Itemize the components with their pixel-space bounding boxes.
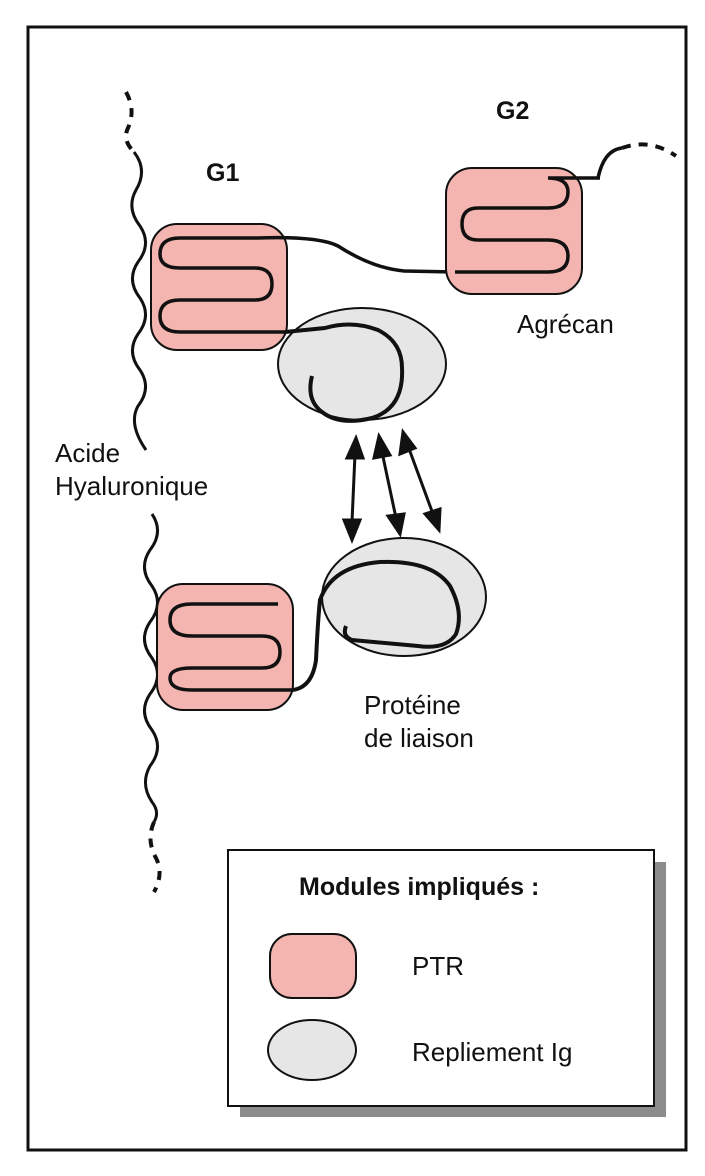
ig-chain-proteine-liaison	[291, 559, 461, 692]
interaction-arrow-2	[380, 451, 398, 519]
ptr-fold-g1-agrecan	[158, 236, 285, 334]
agrecan-tail-dashed	[621, 142, 678, 158]
legend-label-ptr: PTR	[412, 951, 464, 981]
label-acide-line1: Acide	[55, 438, 120, 468]
agrecan-interglobular-chain	[257, 235, 456, 274]
legend-label-ig: Repliement Ig	[412, 1037, 572, 1067]
ig-chain-agrecan	[284, 322, 405, 423]
interaction-arrow-3	[406, 445, 435, 515]
hyaluronic-acid-chain-upper	[130, 151, 148, 451]
ptr-module-g2	[445, 167, 583, 295]
label-agrecan: Agrécan	[517, 309, 614, 339]
legend-swatch-ptr	[269, 933, 357, 999]
label-g2: G2	[496, 97, 529, 125]
agrecan-tail	[596, 146, 623, 179]
label-proteine-line2: de liaison	[364, 723, 474, 753]
interaction-arrow-3-head-bottom	[422, 506, 442, 534]
ptr-fold-g2	[455, 176, 600, 274]
interaction-arrow-3-head-top	[398, 428, 418, 457]
ptr-module-g1-agrecan	[150, 223, 288, 351]
hyaluronic-acid-chain-lower	[143, 513, 159, 823]
hyaluronic-acid-dashed-bottom	[148, 821, 162, 893]
interaction-arrow-2-head-bottom	[385, 512, 406, 538]
interaction-arrows	[341, 428, 442, 545]
ptr-module-proteine-liaison	[156, 583, 294, 711]
legend-title: Modules impliqués :	[299, 873, 539, 901]
label-acide-line2: Hyaluronique	[55, 471, 208, 501]
interaction-arrow-1	[350, 453, 357, 523]
legend-swatch-ig	[267, 1019, 357, 1081]
outer-frame	[26, 25, 688, 1152]
label-g1: G1	[206, 159, 239, 187]
hyaluronic-acid-dashed-top	[124, 91, 136, 154]
label-proteine-line1: Protéine	[364, 690, 461, 720]
interaction-arrow-2-head-top	[372, 431, 393, 460]
interaction-arrow-1-head-top	[344, 433, 366, 460]
ptr-fold-proteine-liaison	[168, 602, 292, 692]
interaction-arrow-1-head-bottom	[341, 518, 363, 545]
